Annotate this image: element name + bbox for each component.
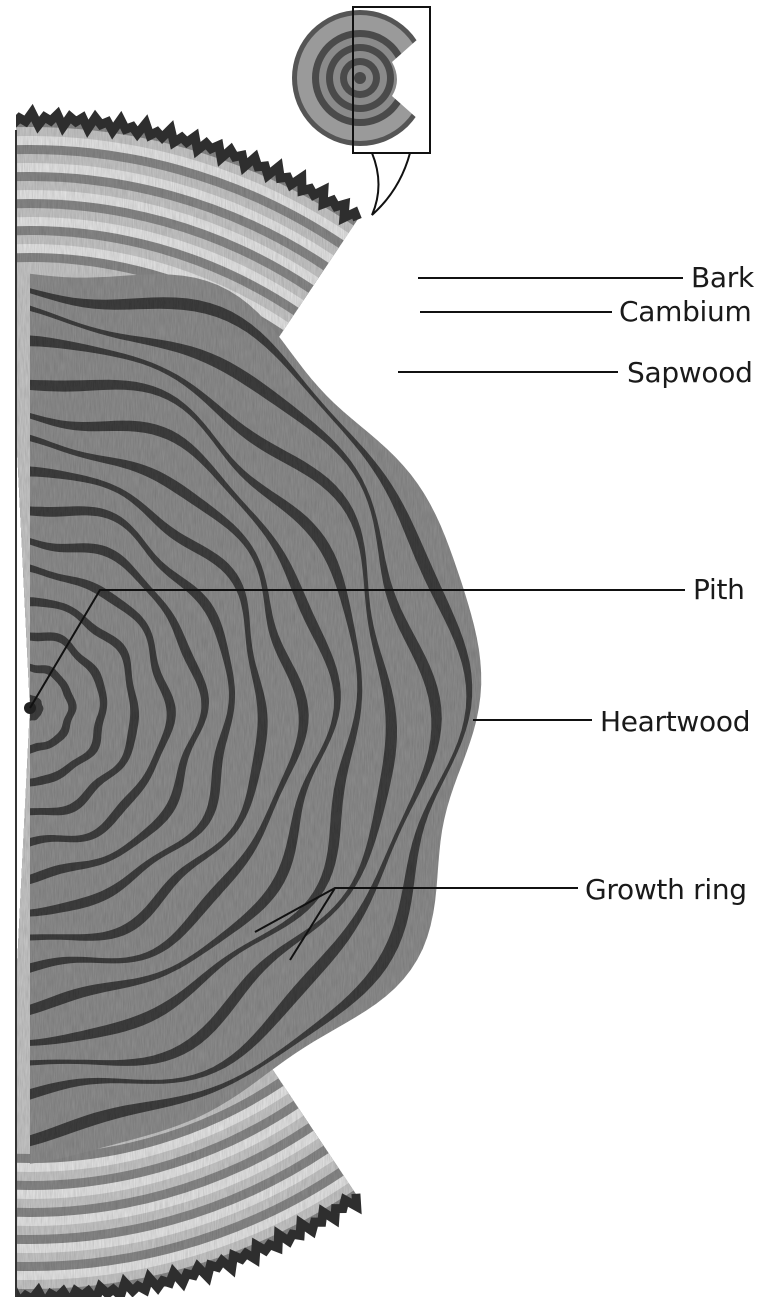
heartwood-region xyxy=(30,274,481,1164)
thumbnail-ring xyxy=(354,72,366,84)
log-section xyxy=(1,113,482,1297)
thumbnail-callout-pointer xyxy=(372,153,410,215)
sapwood-label: Sapwood xyxy=(627,356,753,389)
thumbnail-log xyxy=(292,10,428,146)
growth-ring-label: Growth ring xyxy=(585,873,747,906)
heartwood-label: Heartwood xyxy=(600,705,750,738)
cambium-label: Cambium xyxy=(619,295,751,328)
bark-label: Bark xyxy=(691,261,755,294)
pith-label: Pith xyxy=(693,573,745,606)
